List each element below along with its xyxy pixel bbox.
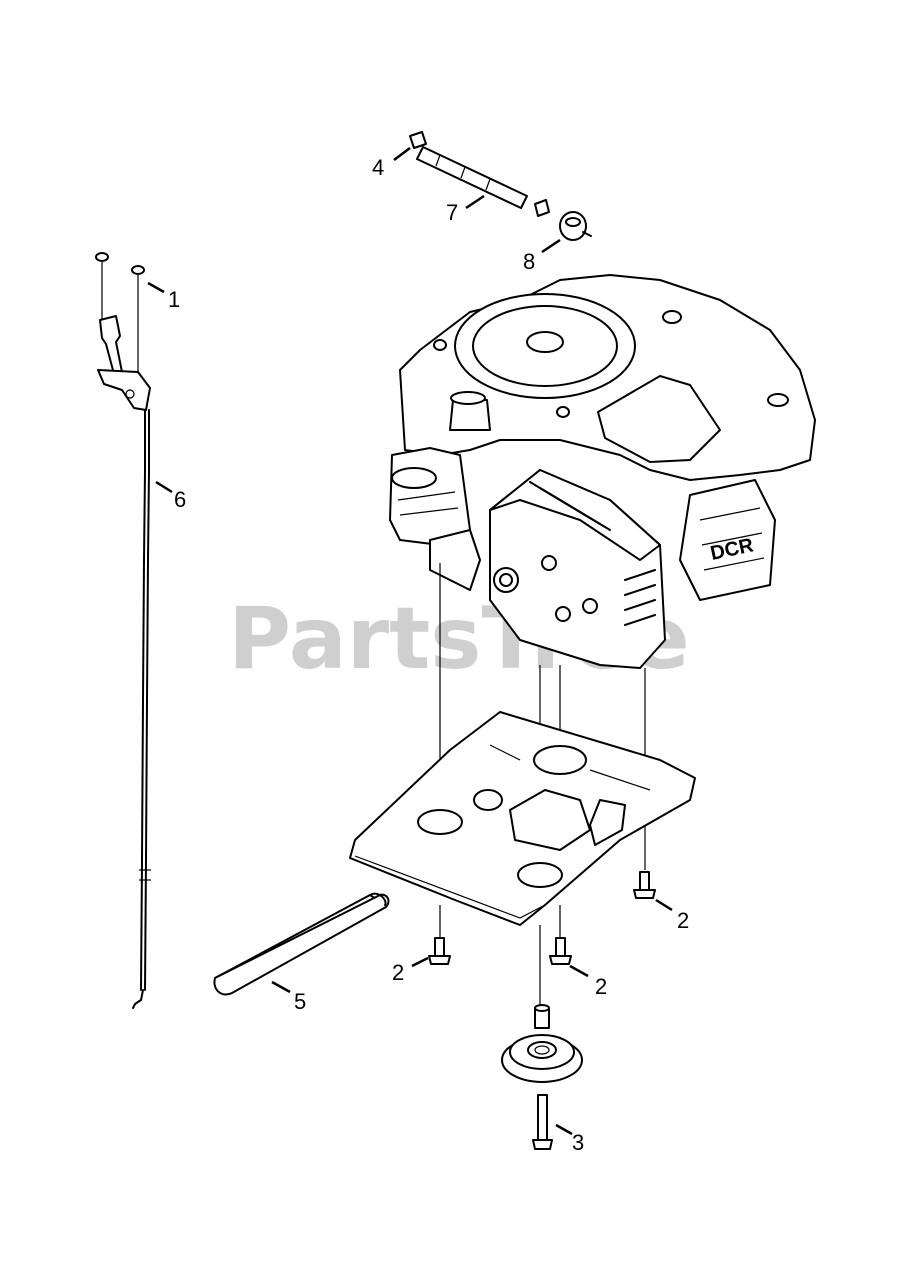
leader-line (541, 238, 561, 254)
callout-7[interactable]: 7 (446, 200, 458, 225)
hose-clamp-part[interactable] (409, 131, 427, 149)
callout-8[interactable]: 8 (523, 249, 535, 274)
throttle-cable-part[interactable] (132, 409, 151, 1009)
leader-line (465, 194, 485, 210)
callout-6[interactable]: 6 (174, 487, 186, 512)
callout-4[interactable]: 4 (372, 155, 384, 180)
mount-bolt-part[interactable] (549, 937, 572, 965)
leader-line (655, 898, 673, 912)
leader-line (271, 980, 291, 994)
leader-line (411, 956, 429, 968)
mount-bolt-part[interactable] (633, 871, 656, 899)
callout-1[interactable]: 1 (168, 287, 180, 312)
pulley-part[interactable] (501, 1034, 583, 1083)
fuel-hose-part[interactable] (416, 146, 528, 209)
deflector-chute-part[interactable] (213, 892, 390, 996)
engine-mount-plate[interactable] (349, 711, 696, 926)
hose-clamp-part-2[interactable] (534, 199, 550, 217)
mount-bolt-part[interactable] (428, 937, 451, 965)
leader-line (555, 1123, 573, 1136)
callout-2[interactable]: 2 (392, 960, 404, 985)
spacer-part[interactable] (534, 1004, 550, 1029)
leader-line (393, 147, 411, 161)
callout-2[interactable]: 2 (595, 974, 607, 999)
callout-2[interactable]: 2 (677, 908, 689, 933)
throttle-control-part[interactable] (95, 252, 151, 411)
leader-line (147, 281, 165, 294)
callout-5[interactable]: 5 (294, 989, 306, 1014)
callout-3[interactable]: 3 (572, 1130, 584, 1155)
leader-line (569, 964, 589, 978)
engine-assembly[interactable]: DCR (389, 274, 816, 669)
pulley-bolt-part[interactable] (532, 1094, 553, 1150)
leader-line (155, 480, 173, 494)
fuel-filter-part[interactable] (559, 211, 592, 241)
